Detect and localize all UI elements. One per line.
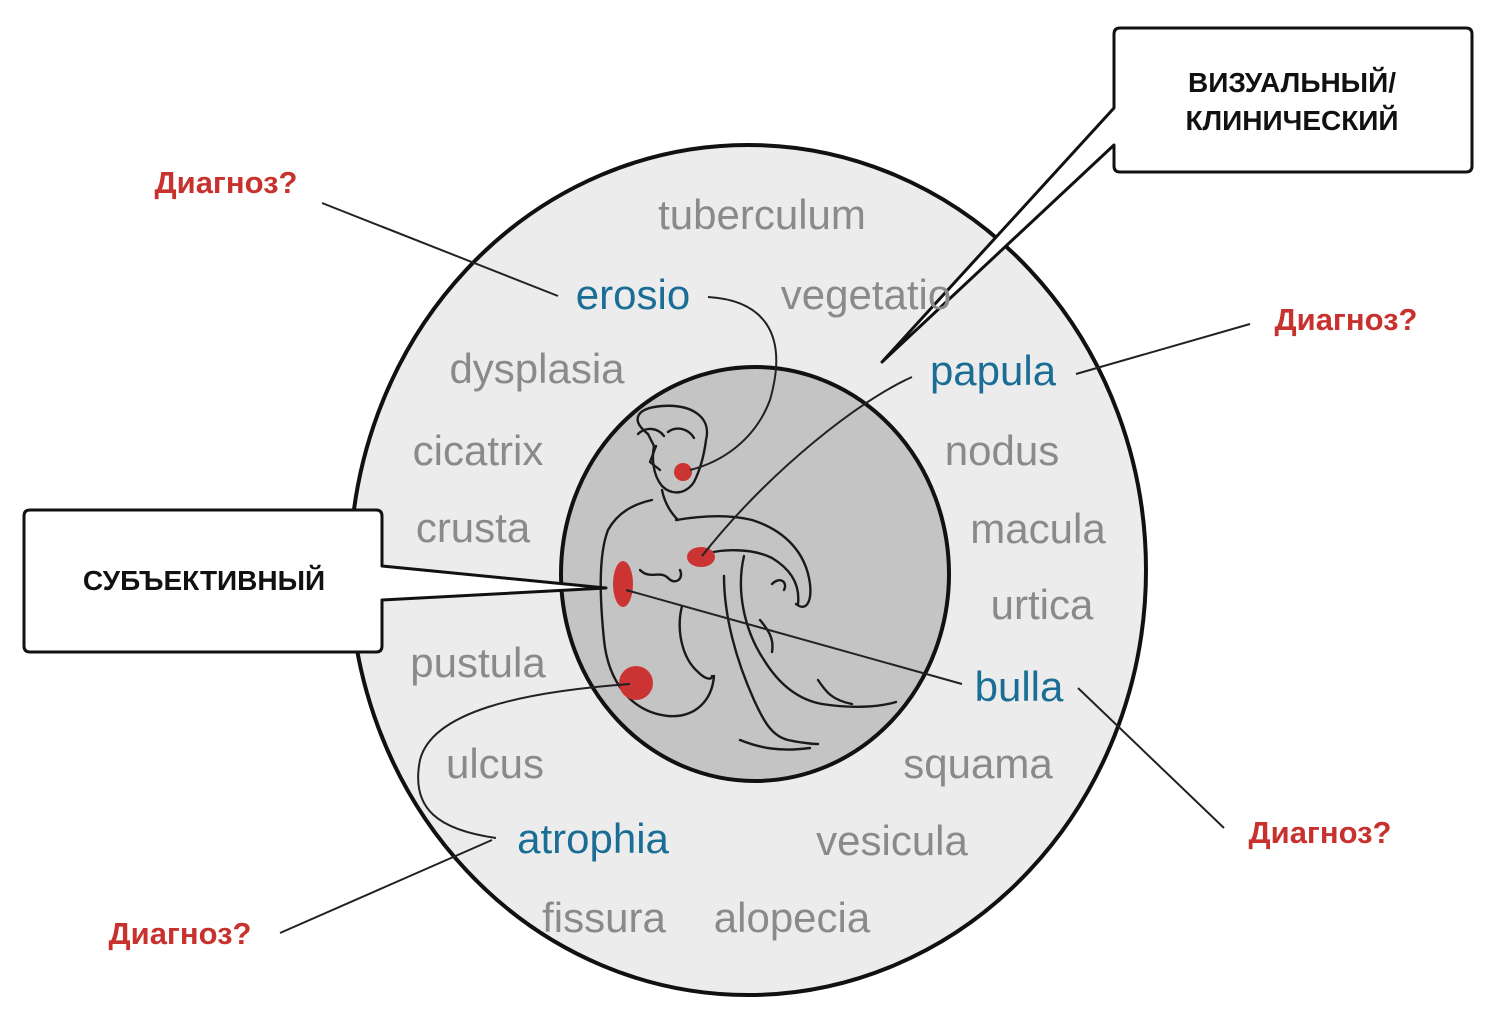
- diagnosis-label-top-left: Диагноз?: [155, 165, 298, 200]
- connector-bulla: [625, 589, 963, 685]
- term-papula: papula: [930, 347, 1057, 394]
- term-vegetatio: vegetatio: [781, 271, 951, 318]
- leader-right-upper: [1075, 323, 1251, 375]
- term-fissura: fissura: [542, 894, 666, 941]
- callout-subjective-label: СУБЪЕКТИВНЫЙ: [83, 564, 325, 596]
- lesion-hip: [619, 666, 653, 700]
- term-vesicula: vesicula: [816, 817, 968, 864]
- leader-top-left: [321, 202, 559, 297]
- lesion-face: [674, 463, 692, 481]
- connector-atrophia: [417, 683, 631, 839]
- callout-visual-line2: КЛИНИЧЕСКИЙ: [1185, 104, 1398, 136]
- callout-visual-clinical: ВИЗУАЛЬНЫЙ/ КЛИНИЧЕСКИЙ: [880, 26, 1474, 364]
- term-urtica: urtica: [991, 581, 1094, 628]
- callout-subjective: СУБЪЕКТИВНЫЙ: [22, 508, 608, 654]
- term-crusta: crusta: [416, 504, 531, 551]
- term-erosio: erosio: [576, 271, 690, 318]
- term-nodus: nodus: [945, 427, 1059, 474]
- inner-circle: [559, 365, 951, 783]
- term-ulcus: ulcus: [446, 740, 544, 787]
- seated-figure-illustration: [599, 404, 898, 751]
- diagnosis-label-right-lower: Диагноз?: [1249, 815, 1392, 850]
- term-alopecia: alopecia: [714, 894, 871, 941]
- term-macula: macula: [970, 505, 1106, 552]
- term-bulla: bulla: [975, 663, 1064, 710]
- term-tuberculum: tuberculum: [658, 191, 866, 238]
- term-atrophia: atrophia: [517, 815, 669, 862]
- callout-visual-line1: ВИЗУАЛЬНЫЙ/: [1188, 66, 1396, 98]
- leader-bottom-left: [279, 839, 493, 934]
- lesion-side: [613, 561, 633, 607]
- diagnosis-label-right-upper: Диагноз?: [1275, 302, 1418, 337]
- connector-erosio: [689, 296, 778, 471]
- term-pustula: pustula: [410, 639, 546, 686]
- term-cicatrix: cicatrix: [413, 427, 544, 474]
- diagnosis-label-bottom-left: Диагноз?: [109, 916, 252, 951]
- lesion-arm: [687, 547, 715, 567]
- term-squama: squama: [903, 740, 1053, 787]
- leader-right-lower: [1077, 687, 1225, 829]
- connector-papula: [701, 376, 913, 557]
- term-dysplasia: dysplasia: [449, 345, 625, 392]
